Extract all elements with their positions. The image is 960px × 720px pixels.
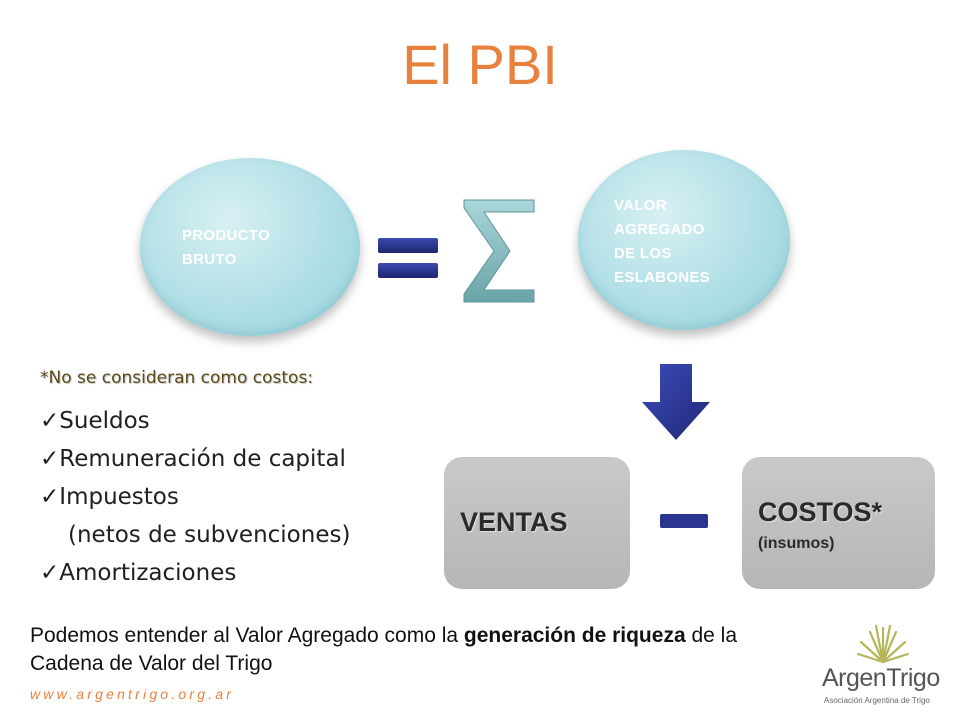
note-list: ✓Sueldos ✓Remuneración de capital ✓Impue… — [40, 402, 440, 592]
equals-symbol — [378, 238, 438, 278]
list-item: ✓Sueldos — [40, 408, 150, 434]
bottom-paragraph: Podemos entender al Valor Agregado como … — [30, 624, 737, 675]
logo-name: ArgenTrigo — [822, 664, 940, 692]
check-icon: ✓ — [40, 484, 60, 510]
website-link[interactable]: www.argentrigo.org.ar — [30, 686, 235, 702]
list-item: (netos de subvenciones) — [68, 522, 351, 548]
valor-agregado-node: VALOR AGREGADO DE LOS ESLABONES — [578, 150, 790, 330]
producto-bruto-label: PRODUCTO BRUTO — [182, 227, 270, 268]
page-title: El PBI — [402, 33, 558, 96]
list-item: ✓Amortizaciones — [40, 560, 237, 586]
costos-label: COSTOS* — [758, 497, 883, 527]
sigma-symbol — [463, 199, 535, 303]
minus-symbol — [660, 514, 708, 528]
insumos-label: (insumos) — [758, 535, 835, 552]
check-icon: ✓ — [40, 408, 60, 434]
check-icon: ✓ — [40, 560, 60, 586]
down-arrow-icon — [642, 364, 710, 440]
argentrigo-logo: ArgenTrigo Asociación Argentina de Trigo — [818, 618, 948, 714]
wheat-sun-icon — [856, 624, 910, 664]
logo-subtitle: Asociación Argentina de Trigo — [824, 696, 930, 705]
check-icon: ✓ — [40, 446, 60, 472]
list-item: ✓Impuestos — [40, 484, 179, 510]
ventas-label: VENTAS — [460, 507, 568, 537]
valor-agregado-label: VALOR AGREGADO DE LOS ESLABONES — [614, 197, 711, 286]
list-item: ✓Remuneración de capital — [40, 446, 346, 472]
costos-box: COSTOS* (insumos) — [742, 457, 935, 589]
note-heading: *No se consideran como costos: — [40, 368, 314, 388]
ventas-box: VENTAS — [444, 457, 630, 589]
producto-bruto-node: PRODUCTO BRUTO — [140, 158, 360, 336]
